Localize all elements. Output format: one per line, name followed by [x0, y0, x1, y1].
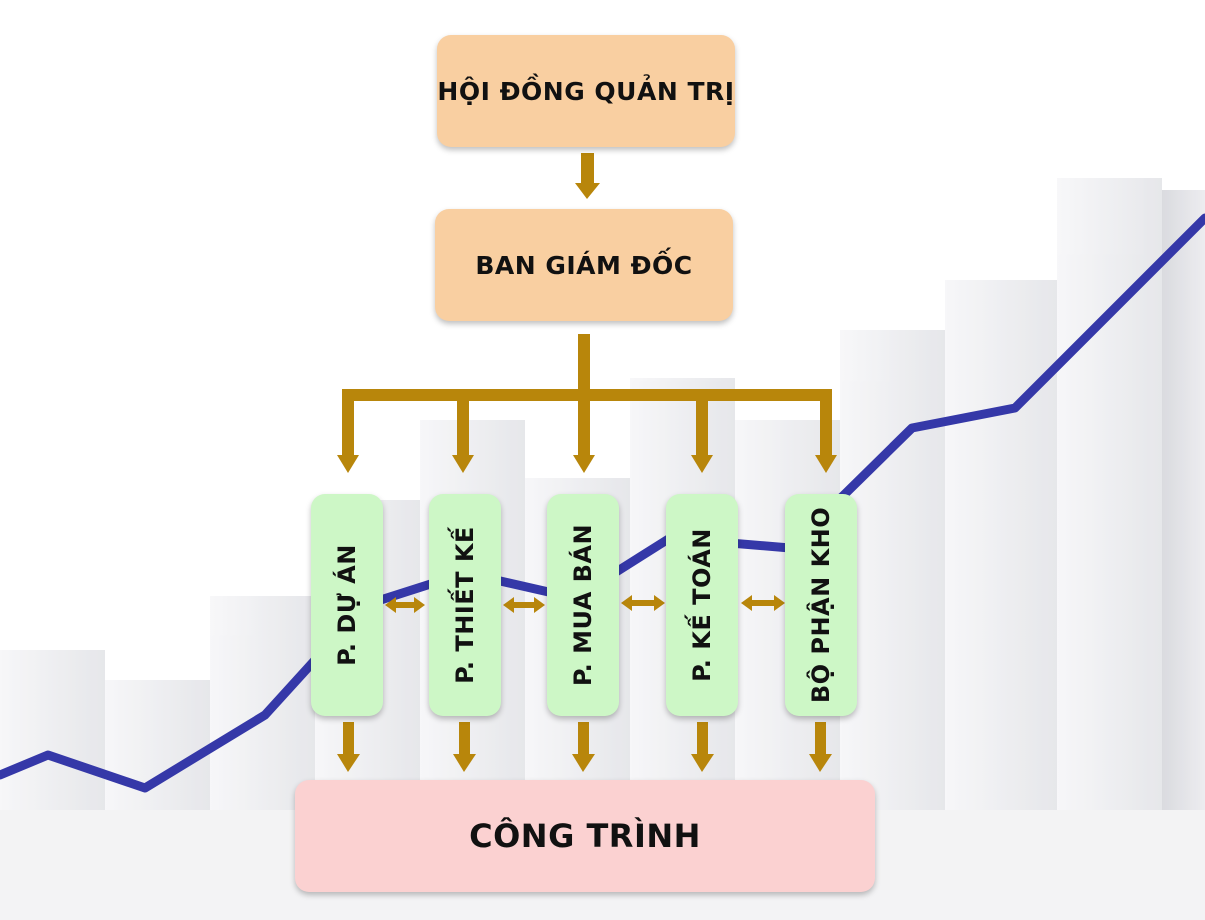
- bg-bar: [105, 680, 210, 810]
- arrow-head: [453, 754, 476, 772]
- connector-line: [457, 401, 469, 457]
- connector-line: [459, 722, 470, 756]
- bg-bar-side: [1162, 190, 1205, 810]
- department-box-purchasing: P. MUA BÁN: [547, 494, 619, 716]
- connector-line: [578, 722, 589, 756]
- directors-label: BAN GIÁM ĐỐC: [475, 250, 693, 280]
- board-of-directors-box: HỘI ĐỒNG QUẢN TRỊ: [437, 35, 735, 147]
- board-label: HỘI ĐỒNG QUẢN TRỊ: [437, 76, 735, 106]
- trend-line: [0, 213, 1205, 793]
- department-box-accounting: P. KẾ TOÁN: [666, 494, 738, 716]
- double-arrow: [621, 595, 665, 611]
- connector-bus: [342, 389, 832, 401]
- department-label: BỘ PHẬN KHO: [807, 506, 836, 704]
- arrow-head: [337, 455, 359, 473]
- project-label: CÔNG TRÌNH: [469, 817, 701, 855]
- arrow-head: [572, 754, 595, 772]
- connector-line: [815, 722, 826, 756]
- arrow-head: [691, 455, 713, 473]
- connectors: [337, 153, 837, 772]
- bg-bar: [210, 596, 315, 810]
- department-box-warehouse: BỘ PHẬN KHO: [785, 494, 857, 716]
- connector-line: [578, 401, 590, 457]
- arrow-head: [575, 183, 600, 199]
- connector-line: [578, 334, 590, 390]
- connector-line: [697, 722, 708, 756]
- arrow-head: [691, 754, 714, 772]
- bg-bar: [840, 330, 945, 810]
- department-box-projects: P. DỰ ÁN: [311, 494, 383, 716]
- arrow-head: [809, 754, 832, 772]
- arrow-head: [573, 455, 595, 473]
- bg-bar: [945, 280, 1057, 810]
- double-arrow: [503, 597, 545, 613]
- connector-line: [343, 722, 354, 756]
- department-label: P. THIẾT KẾ: [451, 526, 479, 684]
- department-box-design: P. THIẾT KẾ: [429, 494, 501, 716]
- double-arrow: [385, 597, 425, 613]
- arrow-head: [452, 455, 474, 473]
- connector-line: [820, 401, 832, 457]
- connector-line: [696, 401, 708, 457]
- department-label: P. KẾ TOÁN: [688, 528, 717, 682]
- executive-board-box: BAN GIÁM ĐỐC: [435, 209, 733, 321]
- arrow-head: [337, 754, 360, 772]
- department-label: P. MUA BÁN: [569, 523, 598, 687]
- bg-bar: [0, 650, 105, 810]
- connector-line: [342, 401, 354, 457]
- department-label: P. DỰ ÁN: [333, 544, 361, 666]
- double-arrow: [741, 595, 785, 611]
- project-box: CÔNG TRÌNH: [295, 780, 875, 892]
- connector-line: [581, 153, 594, 185]
- arrow-head: [815, 455, 837, 473]
